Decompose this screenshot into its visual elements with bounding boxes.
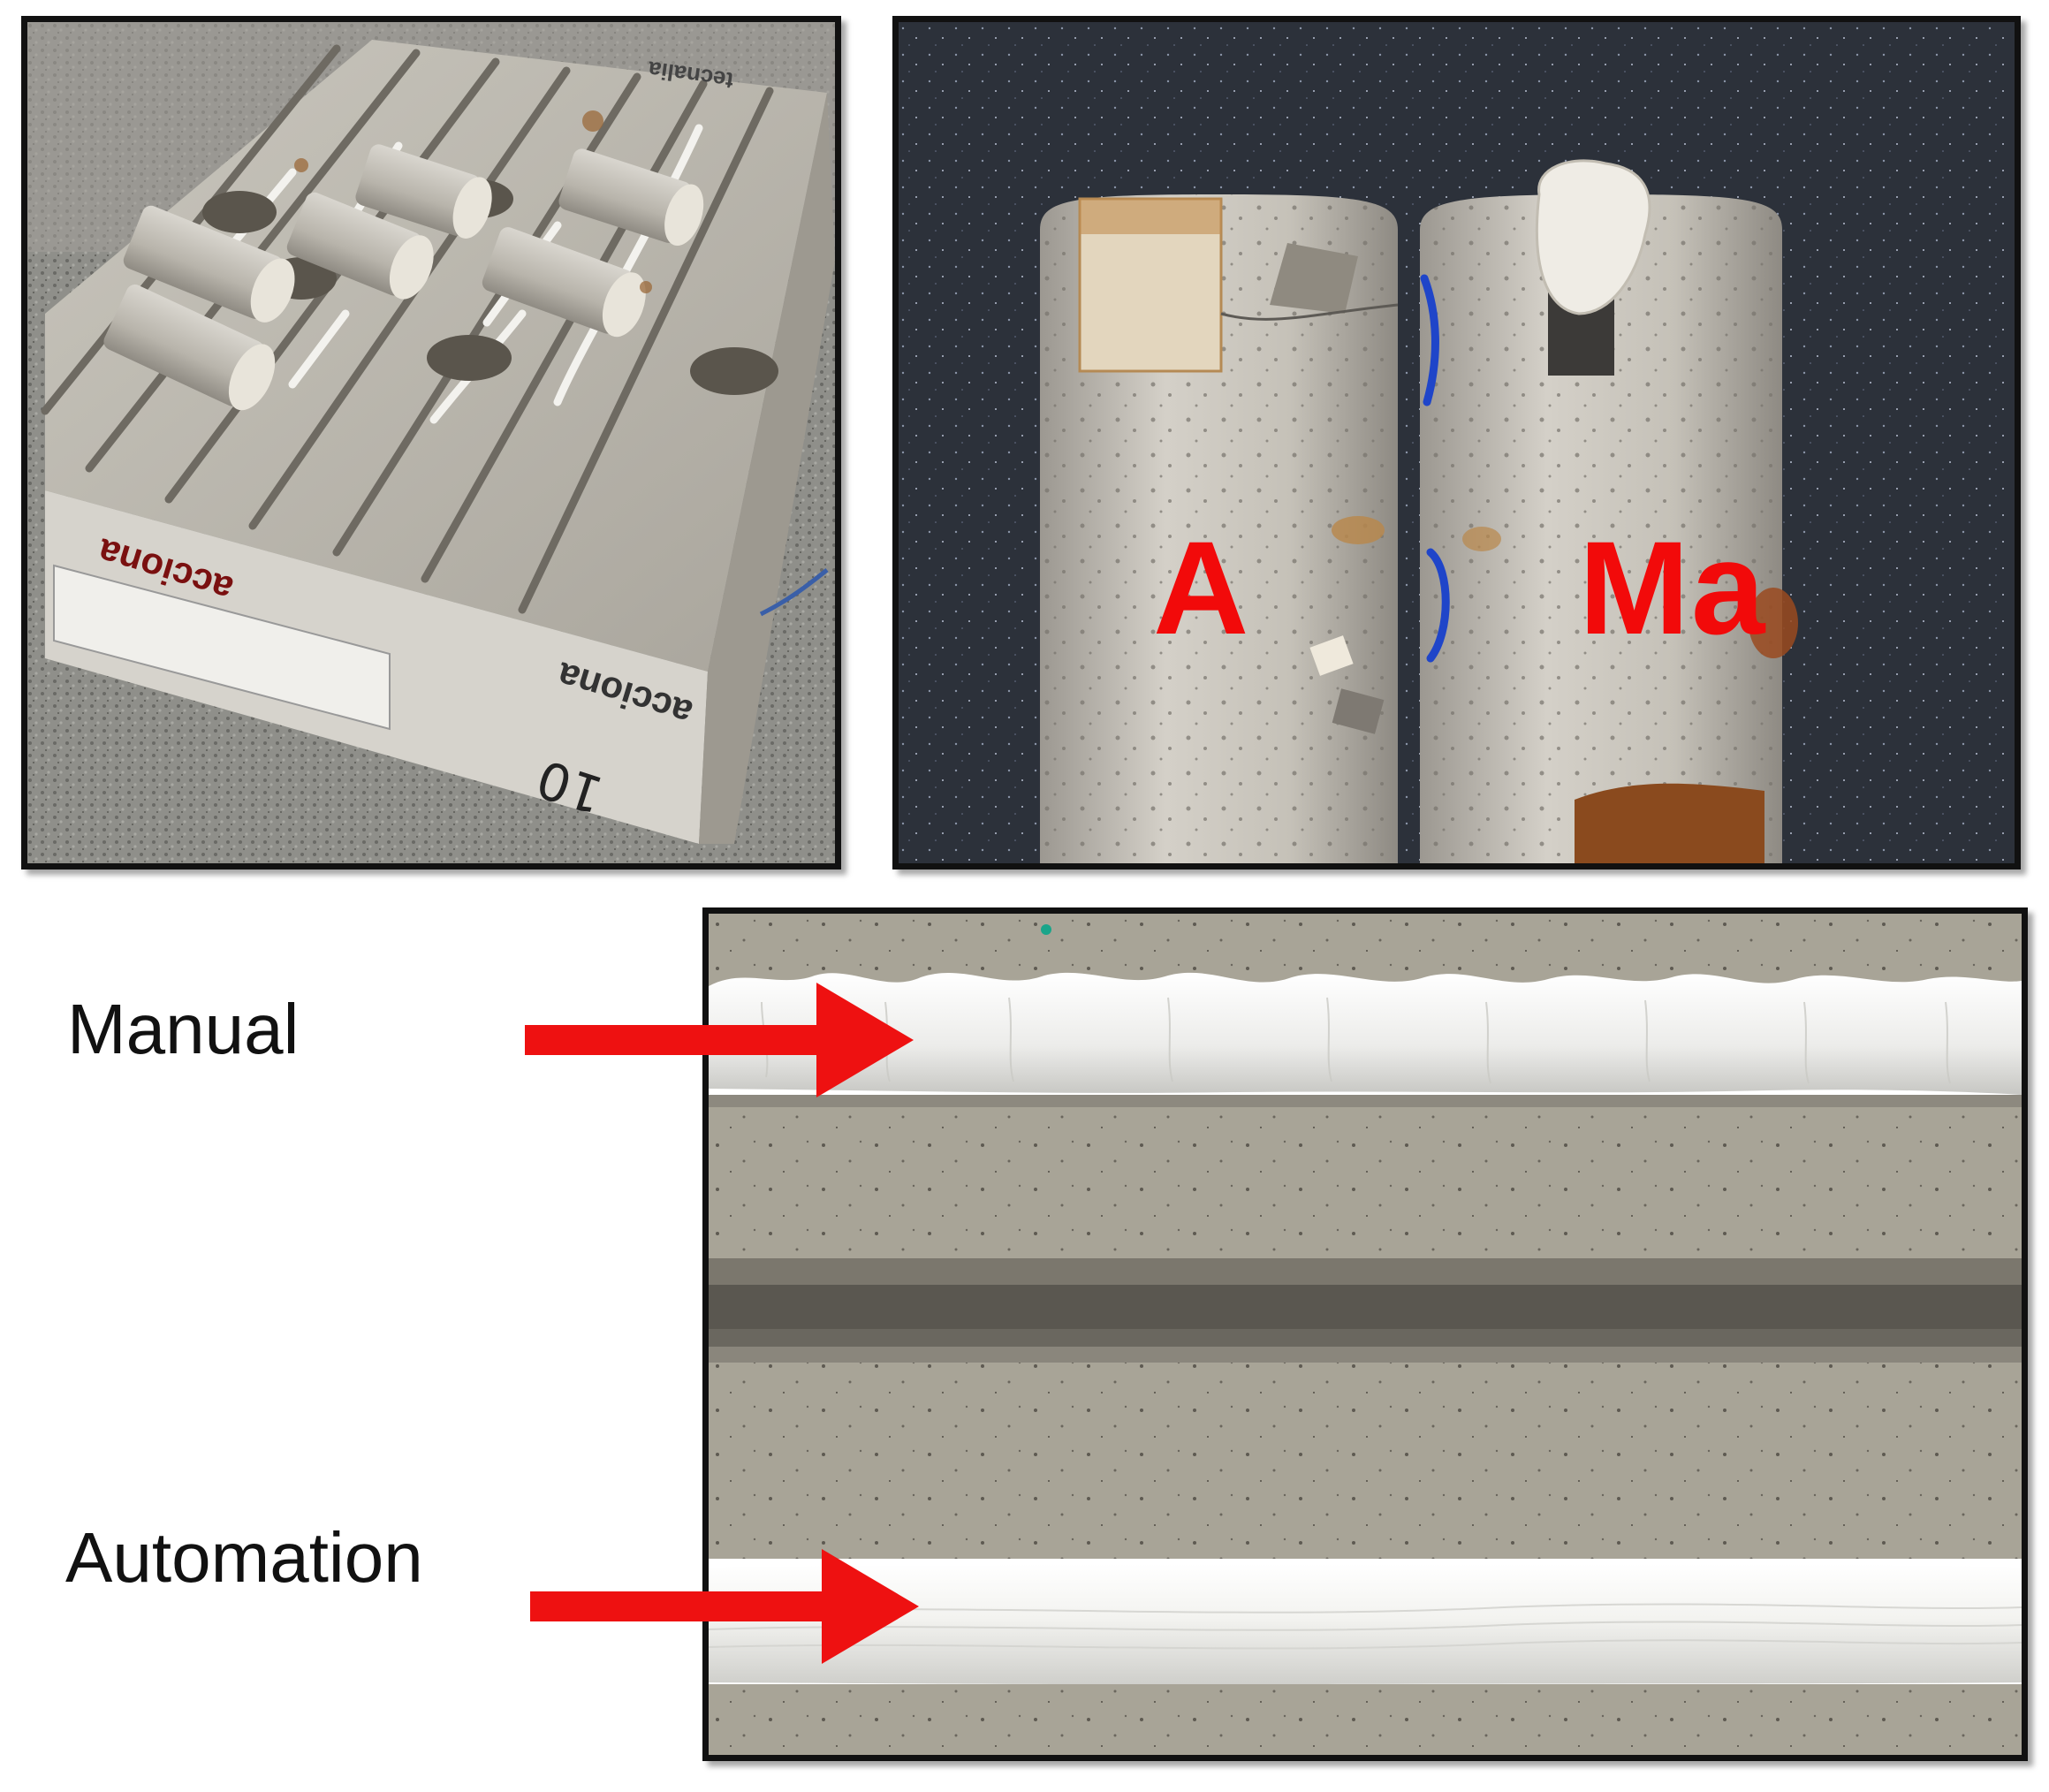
slab-photo: acciona acciona tecnalia 10 xyxy=(21,16,841,869)
label-manual: Manual xyxy=(67,990,300,1068)
automation-bead xyxy=(709,1563,2022,1685)
beads-illustration xyxy=(709,914,2022,1755)
core-a xyxy=(1040,194,1399,863)
slab-illustration: acciona acciona tecnalia 10 xyxy=(27,22,835,863)
core-label-ma: Ma xyxy=(1579,513,1767,662)
core-label-a: A xyxy=(1153,513,1251,662)
manual-bead xyxy=(709,972,2022,1095)
beads-photo xyxy=(702,907,2028,1761)
cores-illustration xyxy=(899,22,2015,863)
arrow-right-icon xyxy=(530,1549,919,1664)
label-sheet xyxy=(53,564,391,731)
cores-photo: A Ma xyxy=(892,16,2021,869)
arrow-right-icon xyxy=(525,983,914,1097)
core-ma xyxy=(1420,159,1798,863)
label-automation: Automation xyxy=(65,1518,423,1597)
